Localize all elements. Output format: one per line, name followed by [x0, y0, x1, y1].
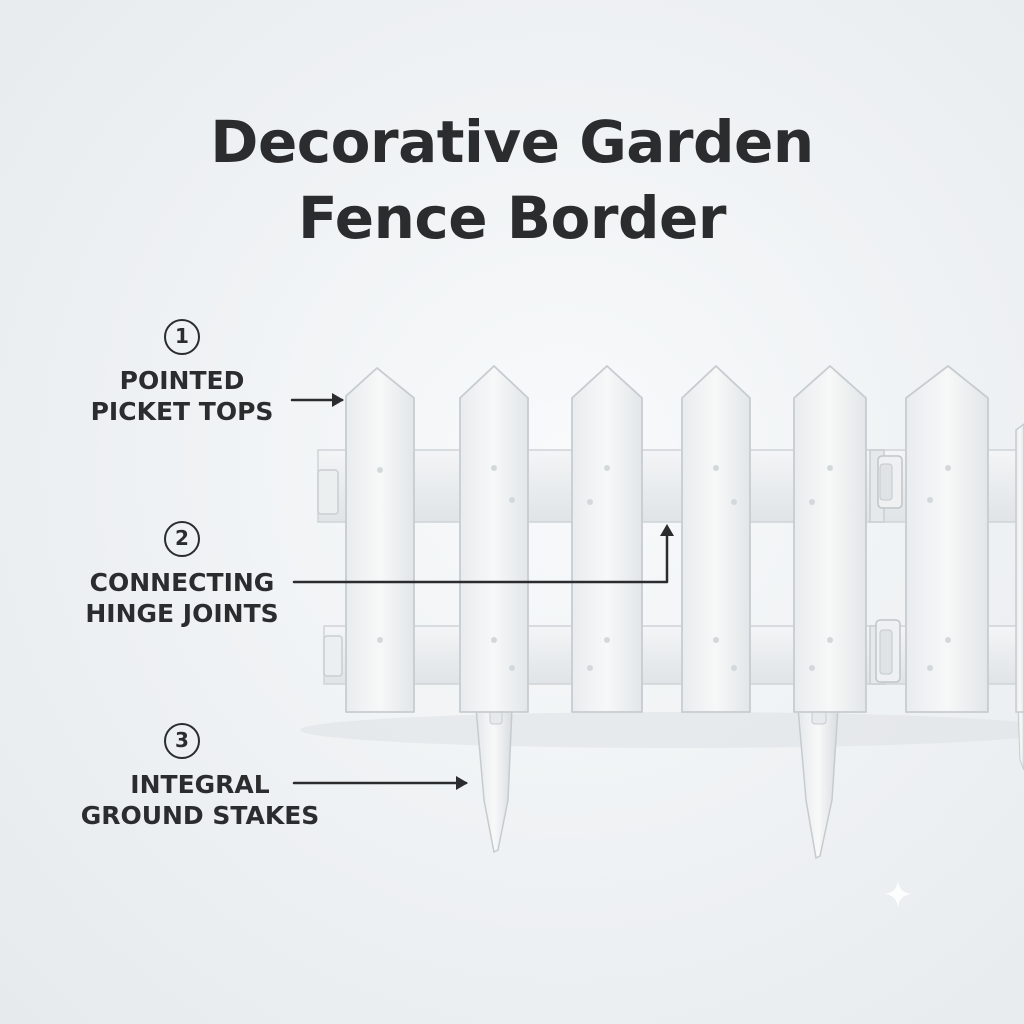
page-title: Decorative Garden Fence Border — [0, 104, 1024, 256]
callout-number-3: 3 — [164, 723, 200, 759]
callout-label-1: POINTED PICKET TOPS — [82, 365, 282, 427]
callout-1-line-2: PICKET TOPS — [90, 397, 274, 426]
ground-shadow — [300, 712, 1024, 748]
pickets — [345, 365, 1024, 713]
left-hinge — [317, 469, 343, 677]
stake-right — [797, 707, 839, 860]
sparkle-icon — [884, 880, 912, 908]
callout-3-line-1: INTEGRAL — [130, 770, 270, 799]
title-line-2: Fence Border — [298, 184, 726, 252]
picket-4 — [681, 365, 751, 713]
callout-number-2: 2 — [164, 521, 200, 557]
picket-3 — [571, 365, 643, 713]
callout-number-1: 1 — [164, 319, 200, 355]
picket-5 — [793, 365, 867, 713]
callout-label-2: CONNECTING HINGE JOINTS — [62, 567, 302, 629]
callout-2-line-1: CONNECTING — [89, 568, 275, 597]
picket-2 — [459, 365, 529, 713]
picket-7-edge — [1015, 423, 1024, 713]
callout-3-line-2: GROUND STAKES — [80, 801, 320, 830]
callout-2-line-2: HINGE JOINTS — [85, 599, 279, 628]
center-hinge-joint — [869, 449, 903, 685]
stake-far-right — [1017, 707, 1024, 771]
picket-6 — [905, 365, 989, 713]
title-line-1: Decorative Garden — [210, 108, 814, 176]
stake-left — [475, 707, 513, 854]
arrow-2 — [292, 526, 669, 584]
callout-arrows — [290, 393, 674, 790]
callout-label-3: INTEGRAL GROUND STAKES — [60, 769, 340, 831]
rivets — [377, 465, 951, 671]
callout-1-line-1: POINTED — [119, 366, 245, 395]
picket-1 — [345, 367, 415, 713]
